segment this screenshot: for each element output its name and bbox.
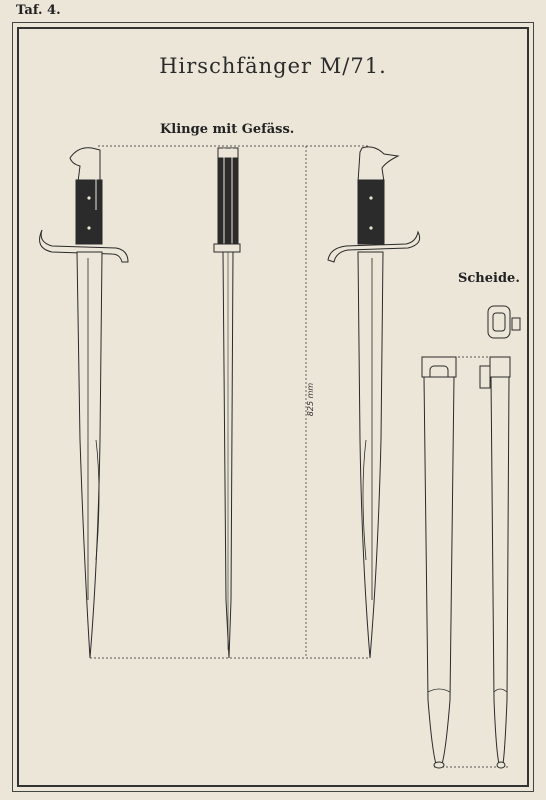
grip <box>75 179 103 245</box>
bayonet-right-side-view <box>327 146 421 659</box>
plate-frame-outer <box>12 22 534 792</box>
bayonet-edge-view <box>213 147 241 659</box>
overall-length-dimension: 825 mm <box>306 382 316 417</box>
pommel-head-right <box>357 146 400 183</box>
crossguard-right <box>327 230 421 263</box>
plate-title: Hirschfänger M/71. <box>159 54 387 78</box>
blade-right <box>357 251 384 659</box>
scabbard-front-view <box>421 356 457 769</box>
guard-edge <box>213 243 241 253</box>
pommel-top <box>217 147 239 159</box>
scabbard-stud-detail <box>487 305 521 339</box>
scabbard-caption: Scheide. <box>458 271 520 286</box>
grip-right <box>357 179 385 245</box>
scabbard-side-view <box>479 356 511 769</box>
blade <box>76 251 103 659</box>
grip-edge <box>217 157 239 245</box>
plate-frame-inner <box>17 27 529 787</box>
bayonet-left-side-view <box>39 147 129 659</box>
blade-with-hilt-caption: Klinge mit Gefäss. <box>160 122 295 137</box>
crossguard <box>39 229 129 263</box>
plate-number: Taf. 4. <box>16 3 61 18</box>
